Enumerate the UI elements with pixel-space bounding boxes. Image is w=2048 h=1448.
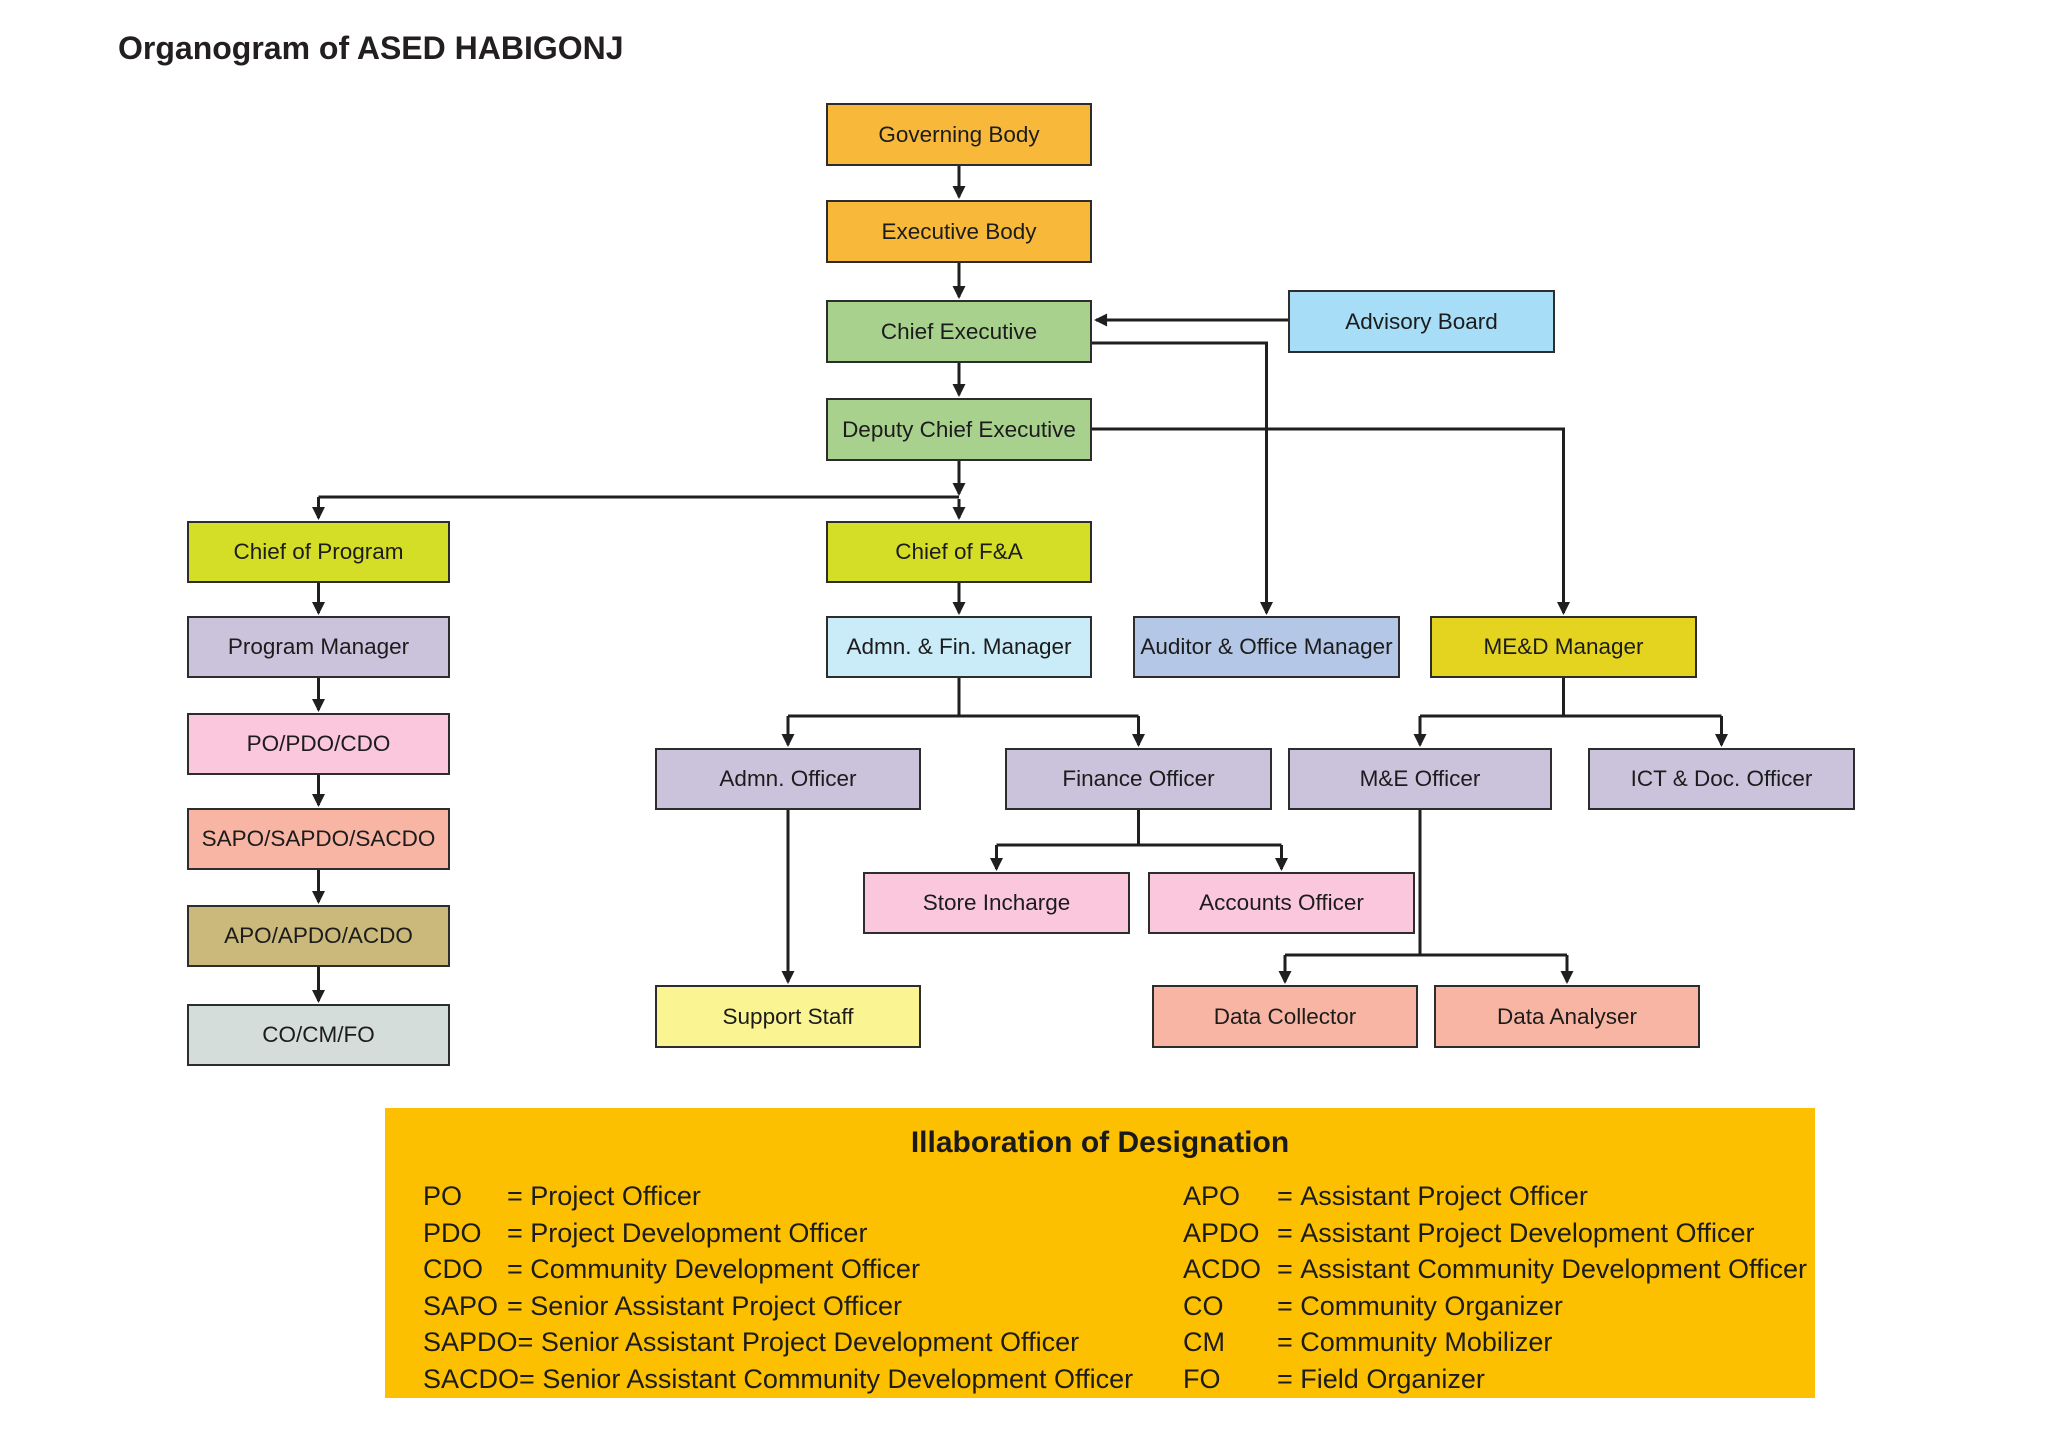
legend-abbr: SAPDO bbox=[423, 1327, 518, 1357]
legend-title: Illaboration of Designation bbox=[910, 1126, 1290, 1159]
org-box-store: Store Incharge bbox=[863, 872, 1130, 934]
legend-name: Senior Assistant Project Officer bbox=[530, 1290, 902, 1321]
legend-row: ACDO = Assistant Community Development Of… bbox=[1183, 1251, 1807, 1288]
legend-name: Field Organizer bbox=[1300, 1363, 1485, 1394]
legend-equals: = bbox=[507, 1254, 523, 1284]
legend-row: SACDO= Senior Assistant Community Develo… bbox=[423, 1361, 1133, 1398]
org-box-apo: APO/APDO/ACDO bbox=[187, 905, 450, 967]
org-box-admn-fin-mgr: Admn. & Fin. Manager bbox=[826, 616, 1092, 678]
legend-equals: = bbox=[1277, 1181, 1293, 1211]
legend-name: Assistant Project Development Officer bbox=[1300, 1217, 1755, 1248]
legend-abbr: SAPO bbox=[423, 1290, 499, 1321]
connector-line bbox=[1092, 427, 1570, 615]
legend-name: Project Development Officer bbox=[530, 1217, 868, 1248]
org-box-med-mgr: ME&D Manager bbox=[1430, 616, 1697, 678]
org-box-support: Support Staff bbox=[655, 985, 921, 1048]
org-box-sapo: SAPO/SAPDO/SACDO bbox=[187, 808, 450, 870]
legend-abbr: PDO bbox=[423, 1217, 482, 1248]
legend-name: Project Officer bbox=[530, 1181, 701, 1211]
legend-equals: = bbox=[507, 1217, 523, 1248]
legend-row: APDO = Assistant Project Development Offi… bbox=[1183, 1215, 1807, 1252]
org-box-auditor: Auditor & Office Manager bbox=[1133, 616, 1400, 678]
org-box-me-officer: M&E Officer bbox=[1288, 748, 1552, 810]
legend-abbr: APO bbox=[1183, 1181, 1241, 1211]
legend-name: Assistant Project Officer bbox=[1300, 1181, 1588, 1211]
legend-row: PDO = Project Development Officer bbox=[423, 1215, 1133, 1252]
legend-equals: = bbox=[1277, 1217, 1293, 1248]
legend-row: CM = Community Mobilizer bbox=[1183, 1324, 1807, 1361]
connector-line bbox=[1092, 341, 1273, 615]
legend-name: Community Organizer bbox=[1300, 1290, 1563, 1321]
legend-abbr: SACDO bbox=[423, 1363, 520, 1394]
legend-abbr: PO bbox=[423, 1181, 463, 1211]
legend-name: Senior Assistant Community Development O… bbox=[542, 1363, 1134, 1394]
legend-abbr: ACDO bbox=[1183, 1254, 1262, 1284]
legend-abbr: APDO bbox=[1183, 1217, 1260, 1248]
org-box-accounts: Accounts Officer bbox=[1148, 872, 1415, 934]
legend-abbr: CDO bbox=[423, 1254, 483, 1284]
legend-equals: = bbox=[507, 1181, 523, 1211]
legend-name: Senior Assistant Project Development Off… bbox=[540, 1327, 1080, 1357]
org-box-data-analyser: Data Analyser bbox=[1434, 985, 1700, 1048]
org-box-data-collector: Data Collector bbox=[1152, 985, 1418, 1048]
org-box-chief-exec: Chief Executive bbox=[826, 300, 1092, 363]
legend-row: CO = Community Organizer bbox=[1183, 1288, 1807, 1325]
legend-abbr: FO bbox=[1183, 1363, 1221, 1394]
org-box-ict-officer: ICT & Doc. Officer bbox=[1588, 748, 1855, 810]
org-box-admn-officer: Admn. Officer bbox=[655, 748, 921, 810]
legend-equals: = bbox=[507, 1290, 523, 1321]
org-box-program-mgr: Program Manager bbox=[187, 616, 450, 678]
org-box-deputy: Deputy Chief Executive bbox=[826, 398, 1092, 461]
legend-row: CDO = Community Development Officer bbox=[423, 1251, 1133, 1288]
org-box-executive: Executive Body bbox=[826, 200, 1092, 263]
legend-row: SAPO = Senior Assistant Project Officer bbox=[423, 1288, 1133, 1325]
legend-equals: = bbox=[1277, 1327, 1293, 1357]
legend-equals: = bbox=[1277, 1254, 1293, 1284]
legend-row: FO = Field Organizer bbox=[1183, 1361, 1807, 1398]
legend-equals: = bbox=[519, 1363, 535, 1394]
org-box-advisory: Advisory Board bbox=[1288, 290, 1555, 353]
legend-row: SAPDO= Senior Assistant Project Developm… bbox=[423, 1324, 1133, 1361]
legend-name: Community Mobilizer bbox=[1300, 1327, 1553, 1357]
legend-name: Community Development Officer bbox=[530, 1254, 920, 1284]
legend-row: APO = Assistant Project Officer bbox=[1183, 1178, 1807, 1215]
org-box-co-cm-fo: CO/CM/FO bbox=[187, 1004, 450, 1066]
legend-equals: = bbox=[1277, 1363, 1293, 1394]
legend-equals: = bbox=[1277, 1290, 1293, 1321]
org-box-governing: Governing Body bbox=[826, 103, 1092, 166]
page-title: Organogram of ASED HABIGONJ bbox=[118, 30, 624, 66]
org-box-chief-fa: Chief of F&A bbox=[826, 521, 1092, 583]
org-box-po-pdo-cdo: PO/PDO/CDO bbox=[187, 713, 450, 775]
legend-equals: = bbox=[517, 1327, 534, 1357]
legend-abbr: CO bbox=[1183, 1290, 1224, 1321]
legend-name: Assistant Community Development Officer bbox=[1300, 1254, 1807, 1284]
legend-row: PO = Project Officer bbox=[423, 1178, 1133, 1215]
org-box-finance-officer: Finance Officer bbox=[1005, 748, 1272, 810]
org-box-chief-program: Chief of Program bbox=[187, 521, 450, 583]
legend-abbr: CM bbox=[1183, 1327, 1225, 1357]
legend-panel: Illaboration of Designation PO = Project … bbox=[385, 1108, 1815, 1398]
